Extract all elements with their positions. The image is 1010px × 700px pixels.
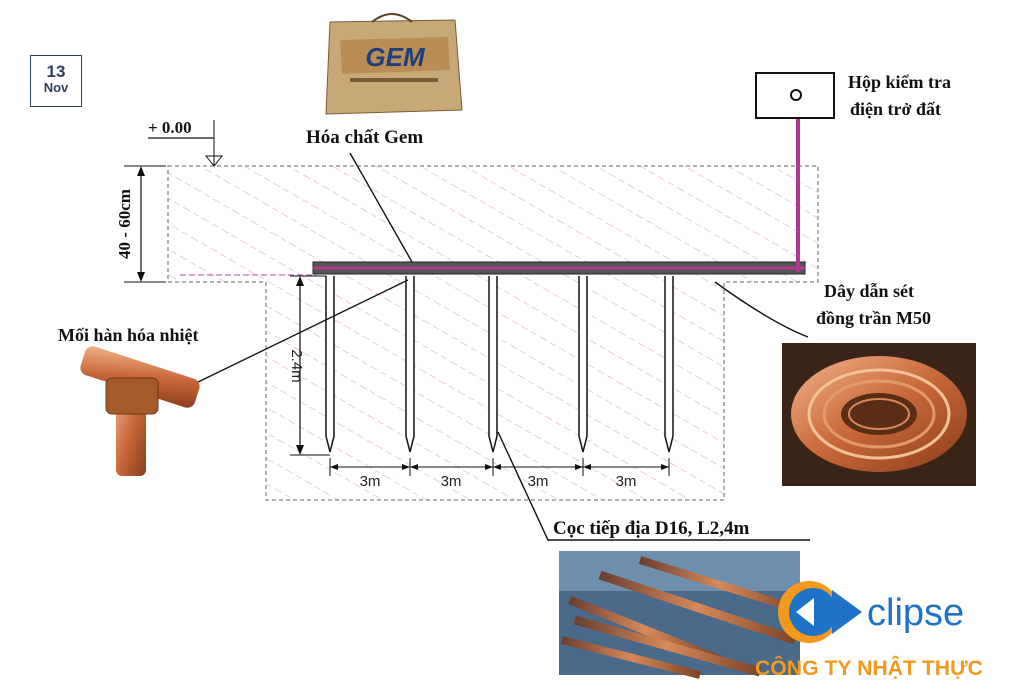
spacing-label: 3m: [360, 473, 381, 490]
depth-label: 40 - 60cm: [115, 189, 134, 259]
elevation-triangle: [204, 155, 224, 167]
gem-label: Hóa chất Gem: [306, 127, 423, 148]
rods: [325, 276, 674, 453]
date-day: 13: [46, 62, 66, 81]
rod-length-label: 2.4m: [288, 349, 305, 382]
ground-rod: [578, 276, 588, 453]
ground-rod: [488, 276, 498, 453]
spacing-dimensions: 3m 3m 3m 3m: [329, 458, 670, 490]
spacing-label: 3m: [528, 473, 549, 490]
brand-name: clipse: [867, 592, 964, 634]
spacing-label: 3m: [441, 473, 462, 490]
box-label-2: điện trở đất: [850, 99, 941, 119]
ground-rod: [664, 276, 674, 453]
box-label-1: Hộp kiểm tra: [848, 72, 951, 92]
ground-rod: [325, 276, 335, 453]
date-month: Nov: [43, 80, 69, 95]
spacing-label: 3m: [616, 473, 637, 490]
wire-label-2: đồng trần M50: [816, 308, 931, 328]
date-badge: 13 Nov: [30, 55, 82, 107]
weld-leader: [193, 279, 409, 385]
wire-label-1: Dây dẫn sét: [824, 281, 914, 301]
rod-label: Cọc tiếp địa D16, L2,4m: [553, 518, 750, 539]
wire-leader: [714, 281, 809, 338]
gem-bag-logo: GEM: [365, 42, 426, 72]
gem-bag: GEM: [325, 13, 463, 115]
gem-leader: [349, 152, 413, 263]
ground-rod: [405, 276, 415, 453]
brand-logo: clipse CÔNG TY NHẬT THỰC: [755, 581, 983, 680]
copper-coil-photo: [782, 343, 976, 486]
test-box-terminal: [790, 89, 802, 101]
weld-label: Mối hàn hóa nhiệt: [58, 325, 199, 345]
ground-rods-photo: [559, 551, 802, 679]
elevation-label: + 0.00: [148, 118, 192, 137]
weld-illustration: [80, 346, 200, 476]
rod-leader: [497, 431, 810, 541]
brand-company: CÔNG TY NHẬT THỰC: [755, 656, 983, 680]
